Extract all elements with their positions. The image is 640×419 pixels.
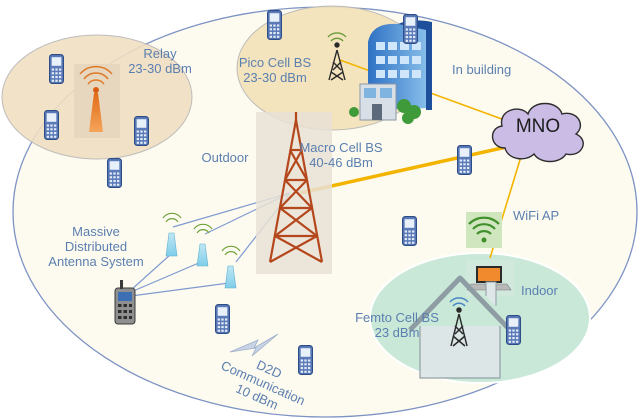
phone-icon bbox=[107, 158, 122, 188]
phone-icon bbox=[298, 345, 313, 375]
pico-antenna-icon bbox=[327, 32, 347, 81]
femto-antenna-icon bbox=[449, 297, 469, 347]
indoor-label: Indoor bbox=[521, 283, 558, 298]
phone-icon bbox=[49, 54, 64, 84]
relay-label-line: 23-30 dBm bbox=[128, 61, 192, 76]
femto-label-line: 23 dBm bbox=[374, 325, 420, 340]
handset-icon bbox=[114, 280, 136, 325]
phone-icon bbox=[457, 145, 472, 175]
macro-label-line: Macro Cell BS bbox=[299, 140, 383, 155]
massive-label: Massive Distributed Antenna System bbox=[34, 224, 158, 269]
phone-icon bbox=[44, 110, 59, 140]
lightning-icon bbox=[229, 333, 279, 357]
phone-icon bbox=[267, 10, 282, 40]
phone-icon bbox=[402, 216, 417, 246]
phone-icon bbox=[215, 304, 230, 334]
phone-icon bbox=[403, 14, 418, 44]
in-building-label: In building bbox=[452, 62, 512, 77]
massive-label-line: Antenna System bbox=[48, 254, 144, 269]
femto-label-line: Femto Cell BS bbox=[355, 310, 439, 325]
relay-label: Relay 23-30 dBm bbox=[120, 46, 200, 76]
wifi-label: WiFi AP bbox=[513, 208, 560, 223]
pico-label-line: Pico Cell BS bbox=[238, 55, 312, 70]
phone-icon bbox=[506, 315, 521, 345]
wifi-ap-icon bbox=[466, 212, 502, 248]
pico-label: Pico Cell BS 23-30 dBm bbox=[220, 55, 330, 85]
femto-label: Femto Cell BS 23 dBm bbox=[342, 310, 452, 340]
macro-label-line: 40-46 dBm bbox=[309, 155, 373, 170]
building-icon bbox=[349, 20, 432, 124]
pico-label-line: 23-30 dBm bbox=[243, 70, 307, 85]
massive-label-line: Distributed bbox=[64, 239, 128, 254]
house-icon bbox=[408, 275, 512, 379]
relay-antenna-icon bbox=[74, 64, 120, 138]
relay-label-line: Relay bbox=[143, 46, 177, 61]
macro-label: Macro Cell BS 40-46 dBm bbox=[286, 140, 396, 170]
phone-icon bbox=[134, 116, 149, 146]
mno-cloud-icon bbox=[491, 102, 584, 163]
distributed-antenna-icon bbox=[162, 212, 241, 289]
outdoor-label: Outdoor bbox=[201, 150, 249, 165]
mno-label: MNO bbox=[515, 116, 561, 137]
massive-label-line: Massive bbox=[72, 224, 120, 239]
macro-tower-icon bbox=[256, 112, 332, 274]
